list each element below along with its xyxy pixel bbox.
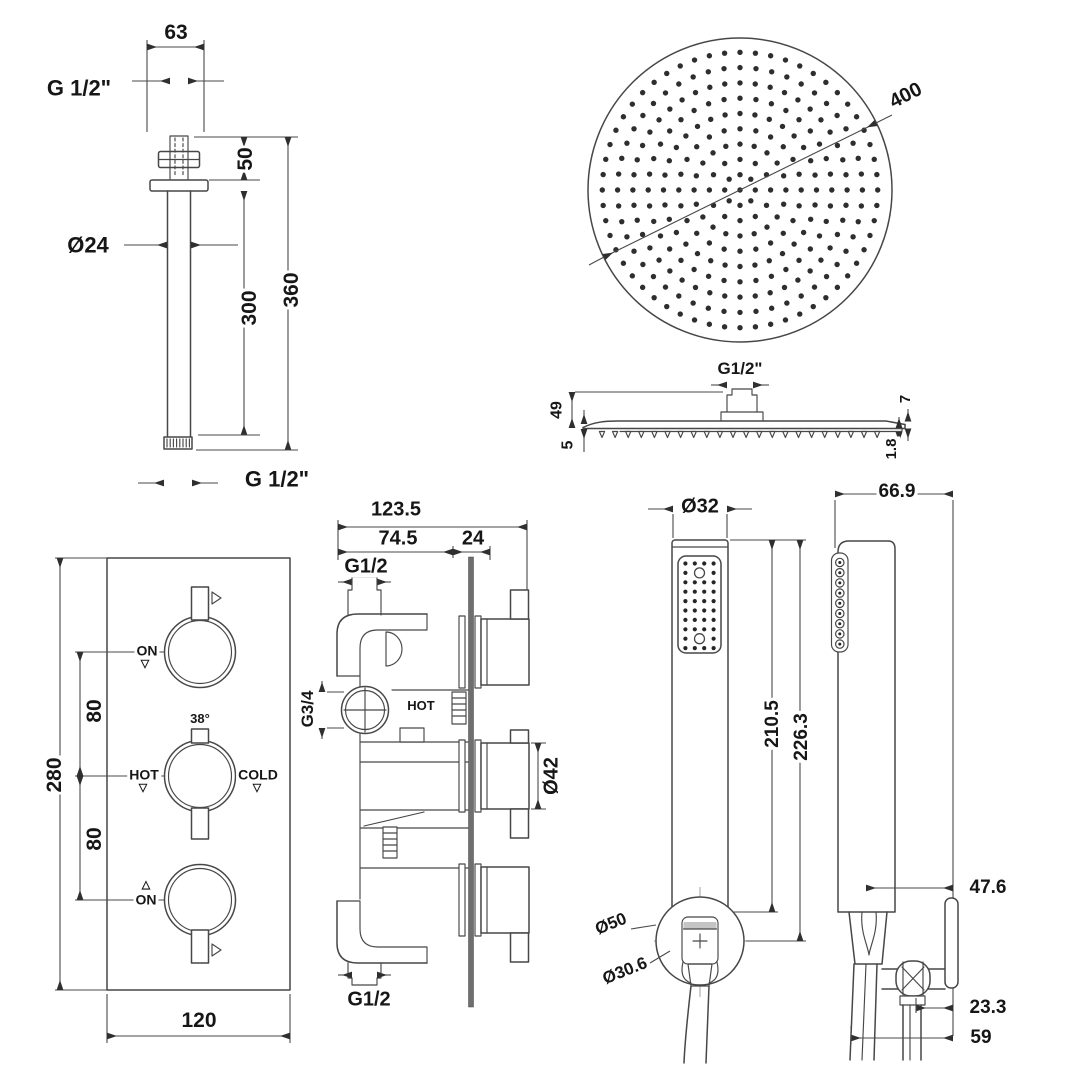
hand-side-dim-depth: 66.9 xyxy=(876,481,918,503)
hand-shower-front-view xyxy=(630,505,806,1064)
ceiling-arm-drawing xyxy=(124,40,298,487)
valve-section-view xyxy=(318,520,546,1008)
valve-knob-bottom xyxy=(163,863,237,964)
valve-on-top-label: ON xyxy=(134,642,160,659)
valve-dim-height: 280 xyxy=(42,755,67,795)
triangle-down-icon: ▽ xyxy=(140,658,150,671)
bracket-thread-band xyxy=(683,922,717,929)
arm-dim-upper: 50 xyxy=(233,145,258,173)
valve-cold-label: COLD xyxy=(236,766,280,783)
section-thread-bottom-label: G1/2 xyxy=(345,988,393,1011)
head-dim-edge: 5 xyxy=(559,438,578,452)
section-inlet-label: G3/4 xyxy=(298,688,318,730)
valve-dim-pitch-lower: 80 xyxy=(82,825,107,853)
hand-dim-body: 210.5 xyxy=(762,698,784,750)
valve-hot-label: HOT xyxy=(127,766,161,783)
wall-outlet-plate xyxy=(944,897,959,989)
hand-side-dim-hose: 59 xyxy=(968,1027,994,1049)
triangle-down-icon: ▽ xyxy=(252,782,262,795)
lever-arrow-icon xyxy=(211,591,222,605)
hand-dim-diameter: Ø32 xyxy=(679,495,721,518)
arm-dim-width: 63 xyxy=(162,20,190,45)
valve-knob-middle xyxy=(163,728,237,840)
head-dim-thickness: 1.8 xyxy=(883,436,901,462)
shower-head-side-view xyxy=(568,381,912,452)
valve-knob-top xyxy=(163,586,237,689)
arm-thread-top-label: G 1/2" xyxy=(44,75,114,101)
valve-on-bottom-label: ON xyxy=(133,891,159,908)
lever-arrow-icon xyxy=(211,943,222,957)
hand-shower-body-side xyxy=(837,540,896,913)
head-dim-right-edge: 7 xyxy=(897,392,915,406)
hand-shower-side-view xyxy=(830,490,959,1061)
valve-temp-label: 38° xyxy=(188,711,212,727)
head-rim xyxy=(587,37,893,343)
spray-face xyxy=(677,555,722,654)
head-thread-label: G1/2" xyxy=(715,359,765,379)
section-dim-total: 123.5 xyxy=(368,498,424,521)
hand-shower-body xyxy=(671,539,729,913)
triangle-down-icon: ▽ xyxy=(138,782,148,795)
hand-side-dim-wall: 47.6 xyxy=(967,877,1009,899)
hand-side-dim-hex: 23.3 xyxy=(967,997,1009,1019)
section-knob-top xyxy=(458,589,530,689)
head-side-nozzles xyxy=(598,430,881,439)
arm-dim-length: 300 xyxy=(237,288,262,328)
valve-front-view xyxy=(55,557,291,1043)
section-dim-knob: Ø42 xyxy=(540,755,563,797)
section-thread-top-label: G1/2 xyxy=(342,555,390,578)
section-hot-label: HOT xyxy=(405,698,437,714)
valve-plate xyxy=(106,557,291,991)
section-dim-body: 74.5 xyxy=(376,527,420,550)
section-dim-trim: 24 xyxy=(459,527,487,550)
section-knob-middle xyxy=(458,729,530,839)
spray-face-dots xyxy=(683,561,716,651)
shower-head-top-view xyxy=(587,37,893,343)
spray-face-side-nozzles xyxy=(834,557,845,649)
hand-dim-total: 226.3 xyxy=(791,711,813,763)
wall-plate-edge xyxy=(468,556,474,1008)
head-dim-height: 49 xyxy=(548,399,567,421)
triangle-up-icon: △ xyxy=(141,879,151,892)
valve-dim-pitch-upper: 80 xyxy=(82,697,107,725)
arm-dim-diameter: Ø24 xyxy=(65,232,111,258)
arm-thread-bottom-label: G 1/2" xyxy=(242,466,312,492)
valve-dim-width: 120 xyxy=(179,1008,219,1033)
section-knob-bottom xyxy=(458,863,530,963)
arm-dim-total: 360 xyxy=(279,270,304,310)
